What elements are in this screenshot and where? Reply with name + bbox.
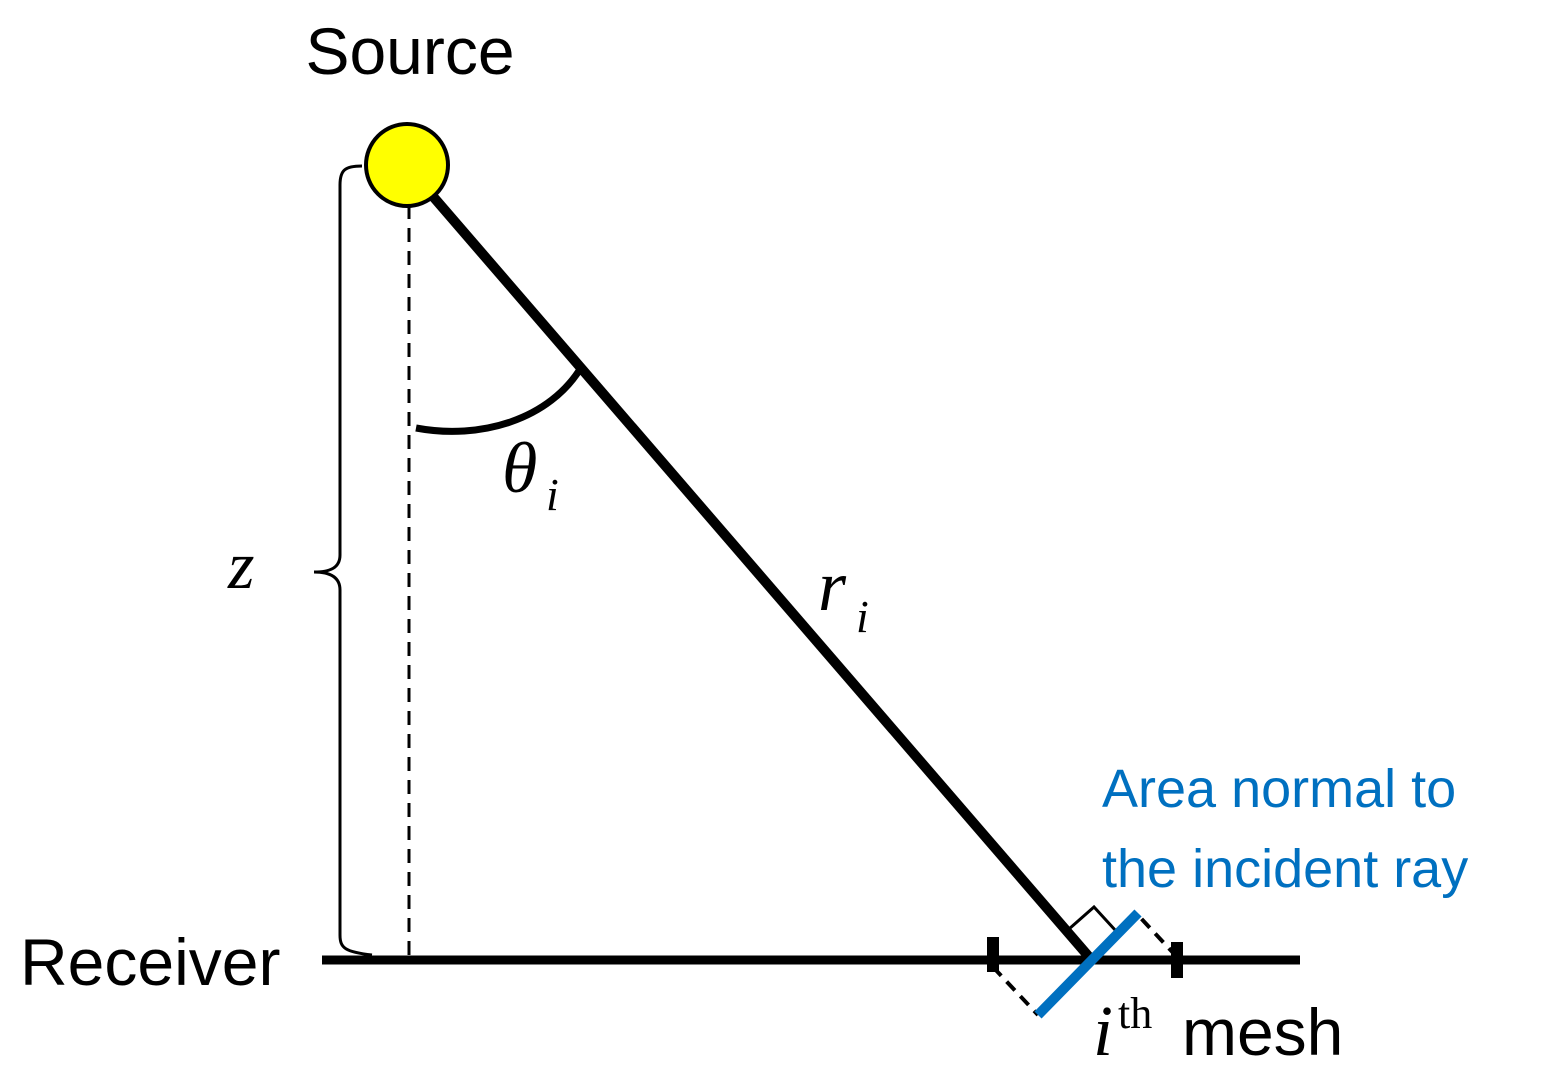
source-circle: [364, 122, 450, 208]
mesh-word-label: mesh: [1182, 995, 1343, 1069]
mesh-index-label: i: [1093, 991, 1113, 1071]
r-subscript: i: [856, 591, 869, 642]
theta-subscript: i: [546, 469, 559, 520]
area-normal-label-line1: Area normal to: [1102, 759, 1456, 819]
z-brace: [313, 164, 373, 957]
theta-angle-arc: [415, 364, 586, 435]
r-label: r: [818, 546, 847, 626]
area-normal-segment: [1034, 909, 1142, 1019]
right-angle-marker: [1068, 904, 1118, 933]
receiver-label: Receiver: [20, 925, 280, 999]
incident-ray: [420, 182, 1094, 962]
mesh-index-superscript: th: [1118, 989, 1152, 1038]
projection-dashed-left: [991, 965, 1040, 1017]
theta-label: θ: [502, 428, 537, 508]
z-label: z: [227, 527, 254, 603]
source-label: Source: [305, 14, 514, 88]
projection-dashed-right: [1135, 912, 1179, 959]
area-normal-label-line2: the incident ray: [1102, 839, 1468, 899]
